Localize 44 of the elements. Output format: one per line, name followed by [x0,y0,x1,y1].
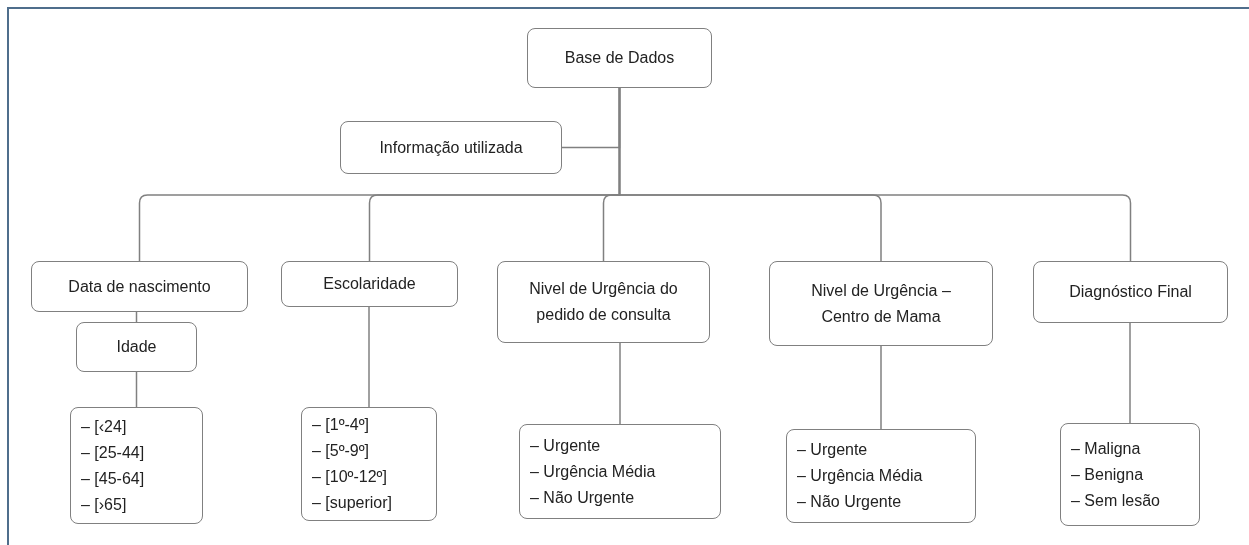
category-box [76,322,197,372]
list-box [786,429,976,523]
connector-line [618,87,1132,262]
box-label: Data de nascimento [68,276,211,297]
list-item: – [5º-9º] [312,441,370,461]
box-label: Escolaridade [323,274,416,294]
connector-line [880,345,882,430]
list-item: – Benigna [1071,464,1144,485]
box-label: Informação utilizada [379,137,523,158]
list-box [1060,423,1200,526]
list-item: – Sem lesão [1071,490,1160,511]
list-item: – Maligna [1071,438,1141,459]
list-item: – [1º-4º] [312,415,370,435]
list-item: – [10º-12º] [312,467,387,487]
list-item: – Não Urgente [530,487,635,508]
list-item: – [‹24] [81,416,127,437]
list-item: – [superior] [312,493,393,513]
list-box [70,407,203,524]
list-box [301,407,437,521]
connector-line [368,306,370,408]
connector-line [135,371,138,408]
category-box [340,121,562,174]
list-item: – Urgente [797,440,868,460]
box-label: Diagnóstico Final [1069,282,1192,302]
box-label: Base de Dados [564,48,675,68]
list-item: – Urgência Média [530,461,656,482]
category-box [31,261,248,312]
list-item: – [45-64] [81,468,145,489]
box-label: Idade [116,337,157,357]
category-box [1033,261,1228,323]
list-item: – [›65] [81,494,127,515]
list-item: – Urgente [530,435,601,456]
list-item: – [25-44] [81,442,145,463]
box-label: Nivel de Urgência – Centro de Mama [810,280,952,327]
connector-line [1129,322,1131,424]
category-box [497,261,710,343]
list-item: – Urgência Média [797,466,923,486]
category-box [281,261,458,307]
category-box [527,28,712,88]
box-label: Nivel de Urgência do pedido de consulta [528,279,679,325]
list-box [519,424,721,519]
category-box [769,261,993,346]
connector-line [619,342,621,425]
list-item: – Não Urgente [797,492,902,512]
